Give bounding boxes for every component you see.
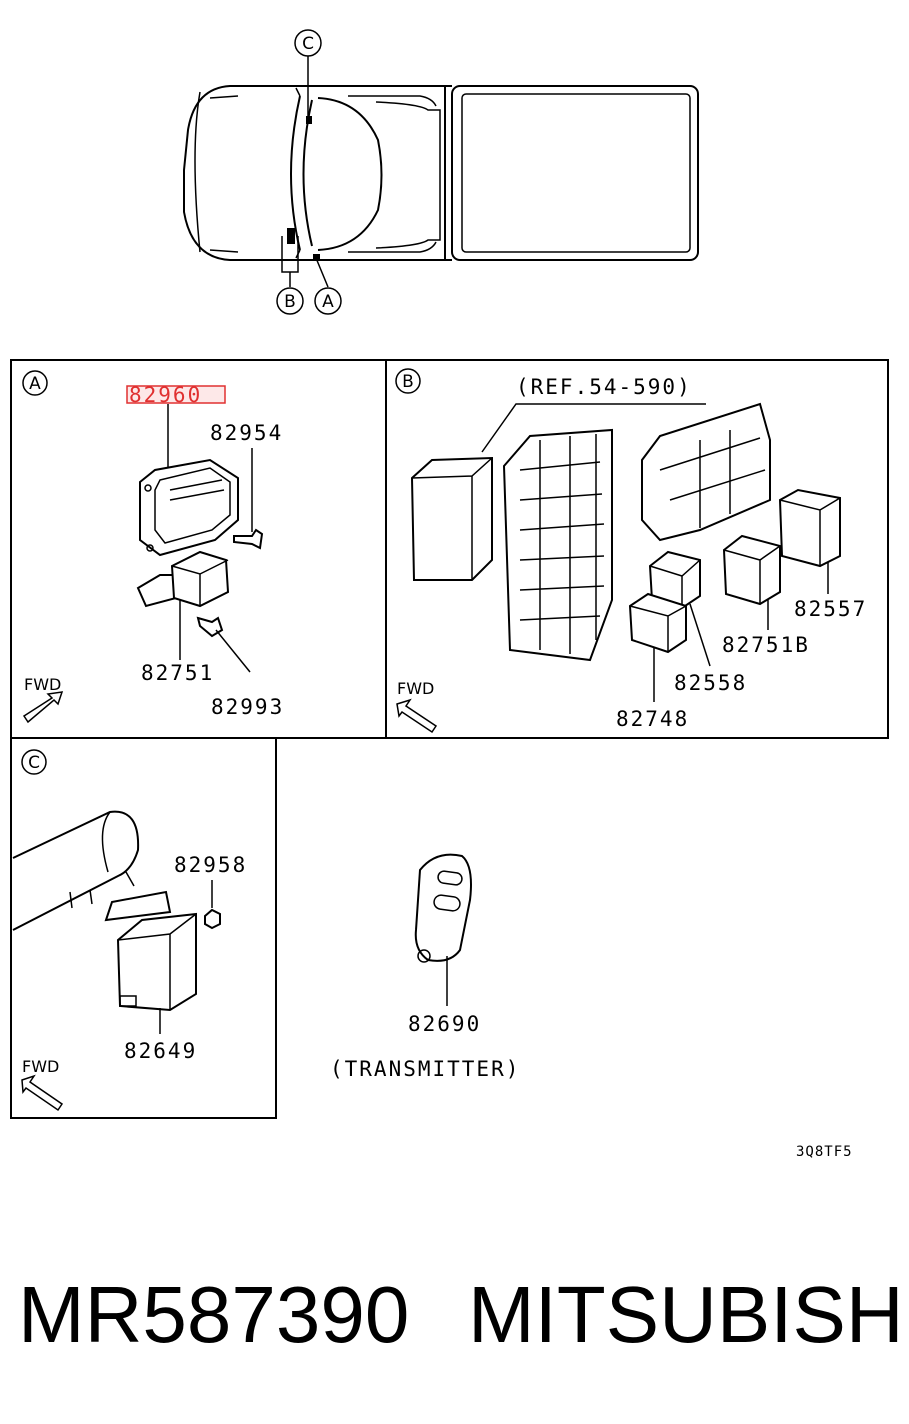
relay-82748-icon bbox=[628, 592, 687, 654]
relay-82557-icon bbox=[778, 488, 841, 568]
fwd-arrow-icon bbox=[21, 1074, 64, 1112]
panel-a-letter: A bbox=[29, 374, 41, 394]
footer-brand: MITSUBISHI bbox=[468, 1270, 909, 1359]
junction-block-icon bbox=[502, 428, 613, 662]
callout-b-circle bbox=[276, 287, 304, 315]
part-82557-label[interactable]: 82557 bbox=[794, 597, 867, 621]
reference-label: (REF.54-590) bbox=[516, 375, 692, 399]
parts-diagram: C B A A 82960 82954 82751 829 bbox=[10, 29, 889, 1160]
callout-a-circle bbox=[314, 287, 342, 315]
callout-b-label: B bbox=[284, 292, 296, 312]
panel-c-letter-circle bbox=[21, 749, 47, 775]
panel-a-letter-circle bbox=[22, 370, 48, 396]
transmitter: 82690 (TRANSMITTER) bbox=[330, 853, 520, 1081]
relay-bracket bbox=[136, 574, 177, 608]
panel-c-fwd-label: FWD bbox=[22, 1057, 59, 1076]
footer: MR587390 MITSUBISHI bbox=[0, 1255, 909, 1375]
part-82993-label[interactable]: 82993 bbox=[211, 695, 284, 719]
screw-82993-icon bbox=[196, 616, 224, 638]
screw-82954-icon bbox=[233, 528, 264, 550]
footer-part-number: MR587390 bbox=[18, 1270, 410, 1359]
relay-82751b-icon bbox=[722, 534, 781, 606]
panel-b-letter-circle bbox=[395, 368, 421, 394]
panel-a: A 82960 82954 82751 82993 FWD bbox=[22, 370, 284, 724]
panel-a-fwd-label: FWD bbox=[24, 675, 61, 694]
part-82558-label[interactable]: 82558 bbox=[674, 671, 747, 695]
truck-top-view: C B A bbox=[183, 29, 699, 315]
panel-b-border bbox=[385, 359, 889, 739]
panel-b: B (REF.54-590) 82557 82751B 82558 82748 … bbox=[395, 368, 867, 734]
part-82649-label[interactable]: 82649 bbox=[124, 1039, 197, 1063]
bracket-icon bbox=[104, 890, 172, 922]
diagram-code: 3Q8TF5 bbox=[796, 1144, 853, 1160]
panel-c-letter: C bbox=[28, 753, 40, 773]
callout-a-label: A bbox=[322, 292, 334, 312]
panel-b-fwd-label: FWD bbox=[397, 679, 434, 698]
callout-c-label: C bbox=[302, 34, 314, 54]
callout-c-circle bbox=[294, 29, 322, 57]
part-82751b-label[interactable]: 82751B bbox=[722, 633, 810, 657]
fwd-arrow-icon bbox=[396, 698, 438, 734]
part-82751-label[interactable]: 82751 bbox=[141, 661, 214, 685]
transmitter-caption: (TRANSMITTER) bbox=[330, 1057, 520, 1081]
panel-c-border bbox=[10, 737, 277, 1119]
part-82748-label[interactable]: 82748 bbox=[616, 707, 689, 731]
fwd-arrow-icon bbox=[22, 691, 64, 724]
relay-board-icon bbox=[641, 402, 771, 542]
panel-c: C 82649 82958 FWD bbox=[12, 749, 247, 1112]
nut-82958-icon bbox=[204, 908, 221, 930]
part-82958-label[interactable]: 82958 bbox=[174, 853, 247, 877]
part-82690-label[interactable]: 82690 bbox=[408, 1012, 481, 1036]
part-82954-label[interactable]: 82954 bbox=[210, 421, 283, 445]
control-unit-82960 bbox=[139, 458, 239, 557]
part-82960-label[interactable]: 82960 bbox=[129, 383, 202, 407]
highlight-box bbox=[126, 385, 226, 404]
panel-b-letter: B bbox=[402, 372, 414, 392]
